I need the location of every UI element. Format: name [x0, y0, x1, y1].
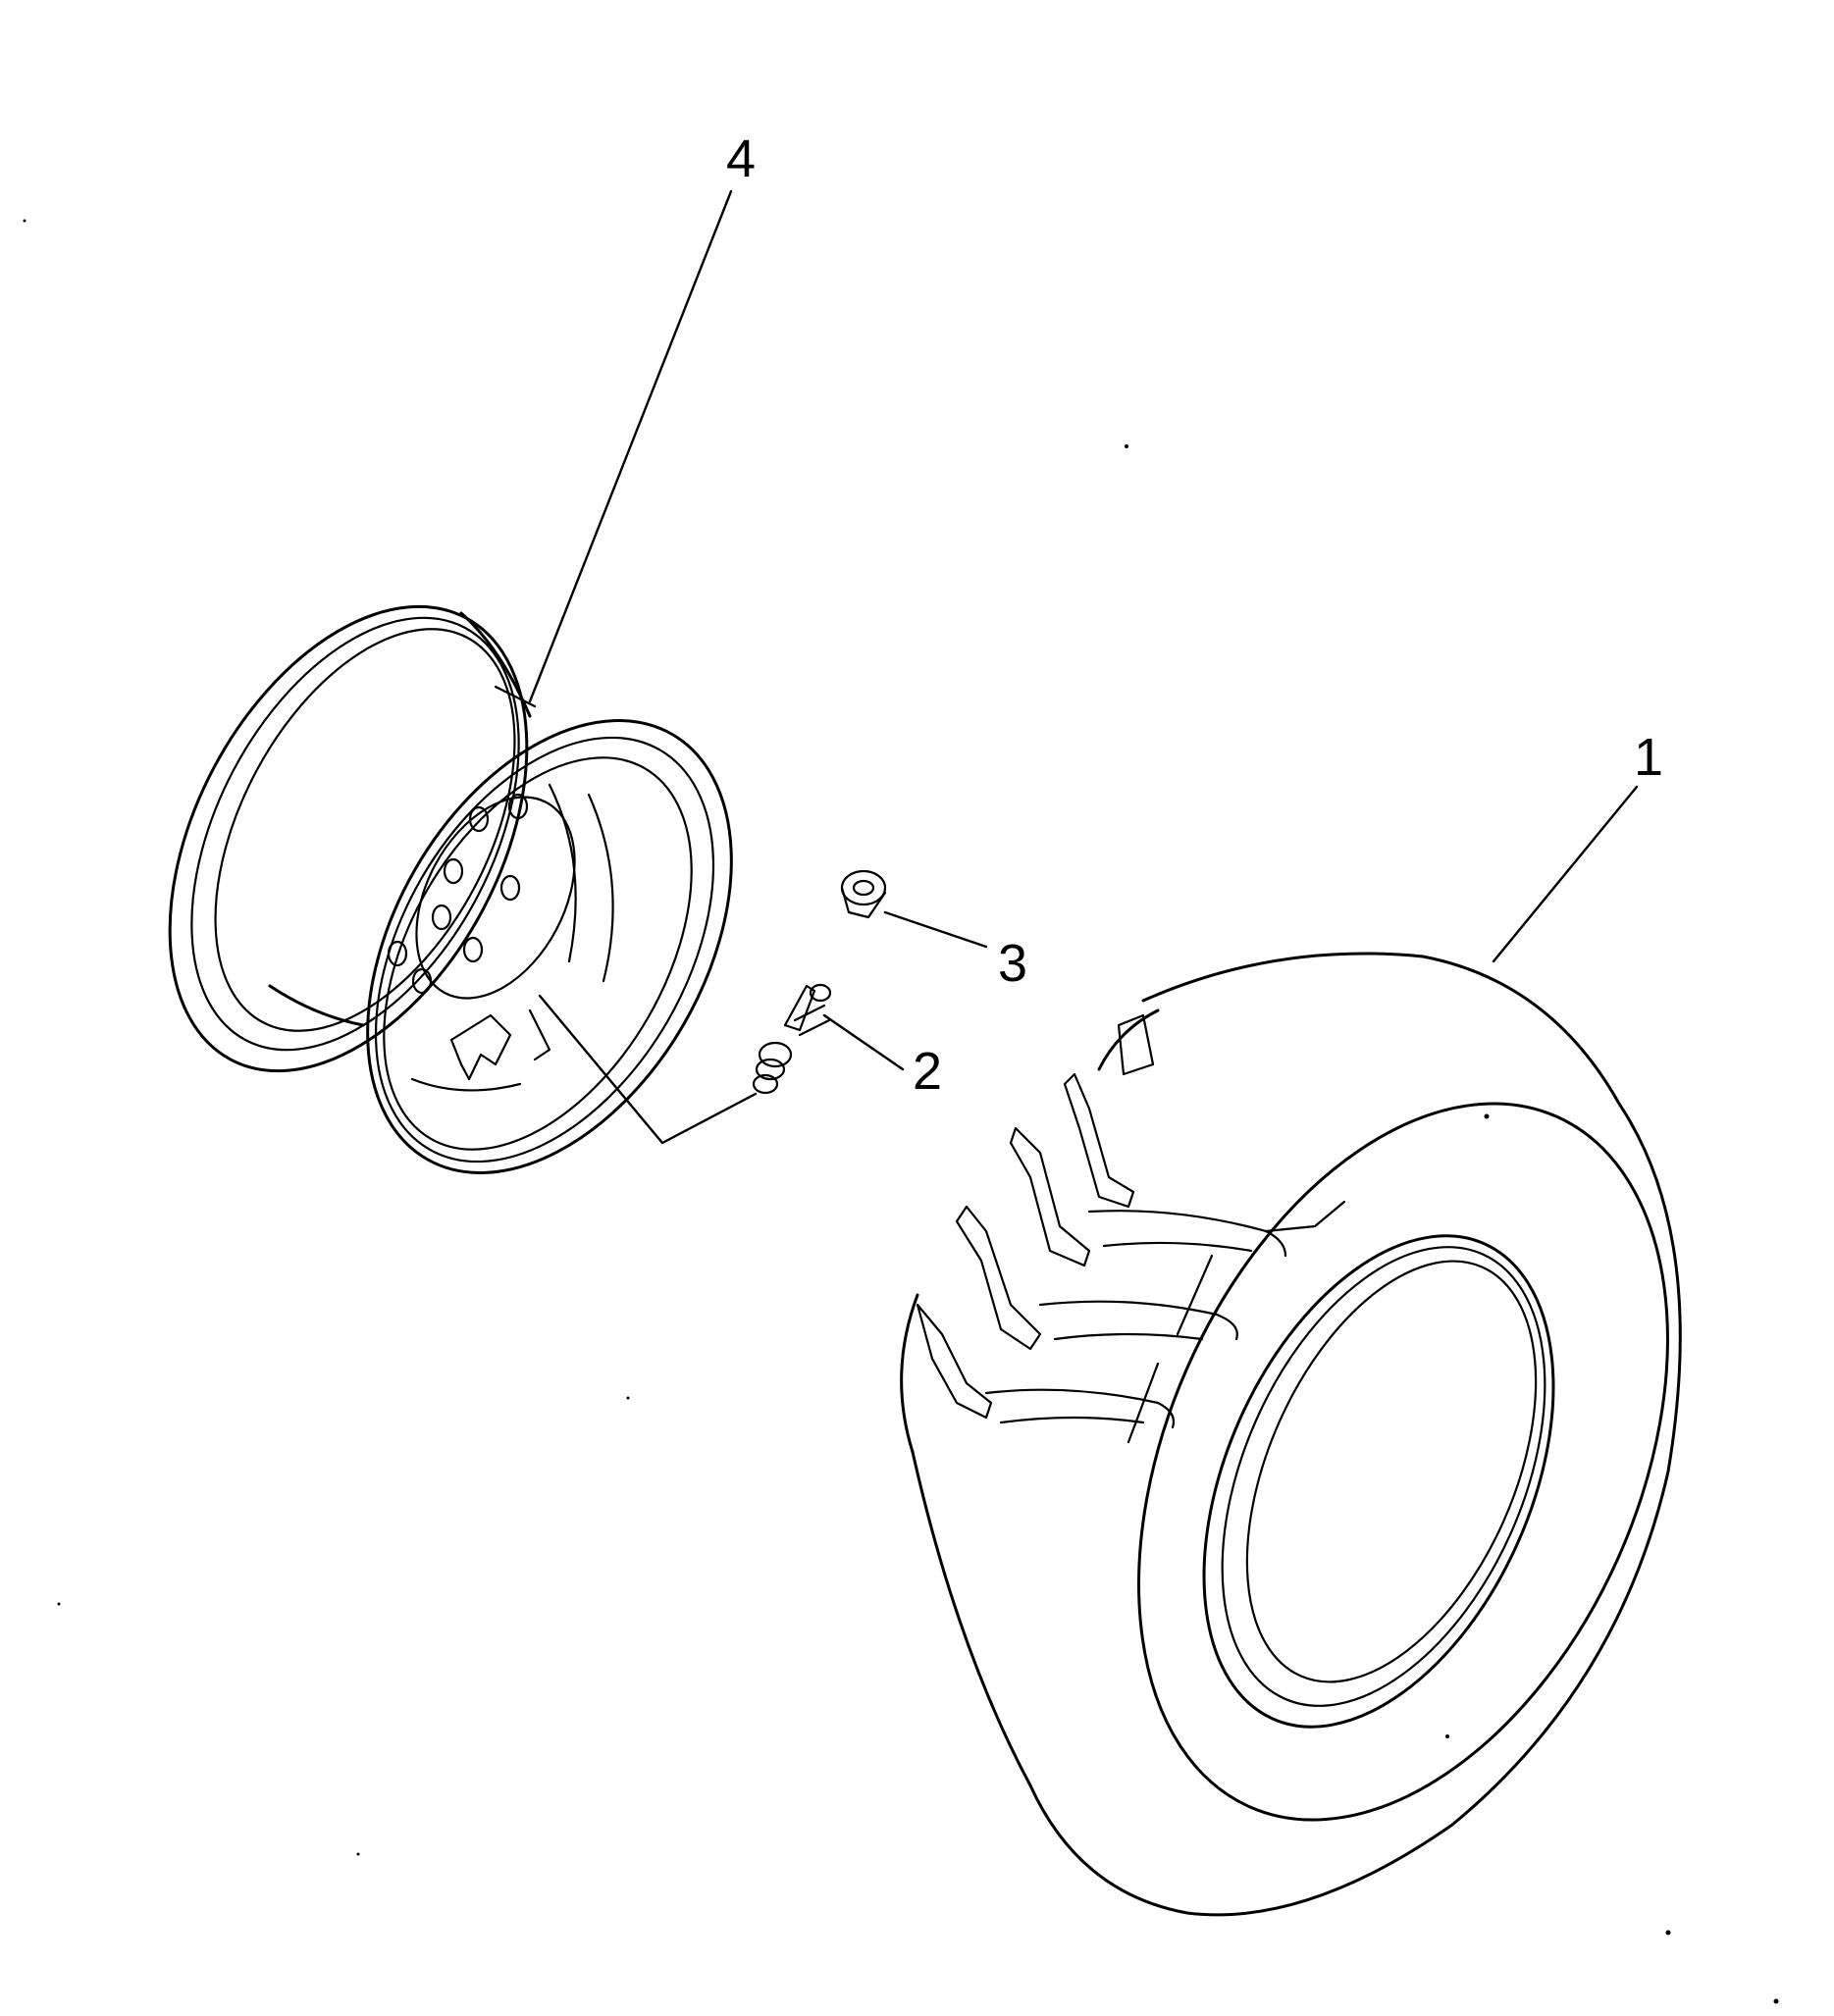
callout-1: 1: [1634, 728, 1663, 787]
wheel-rim: [168, 604, 733, 1174]
tire: [900, 952, 1682, 1917]
tire-valve: [752, 983, 832, 1095]
leader-lines: [528, 189, 1639, 1145]
callout-4: 4: [726, 129, 756, 188]
callout-2: 2: [913, 1042, 942, 1101]
valve-cap: [840, 869, 887, 919]
callout-3: 3: [998, 934, 1027, 993]
scan-specks: [23, 219, 1779, 2004]
